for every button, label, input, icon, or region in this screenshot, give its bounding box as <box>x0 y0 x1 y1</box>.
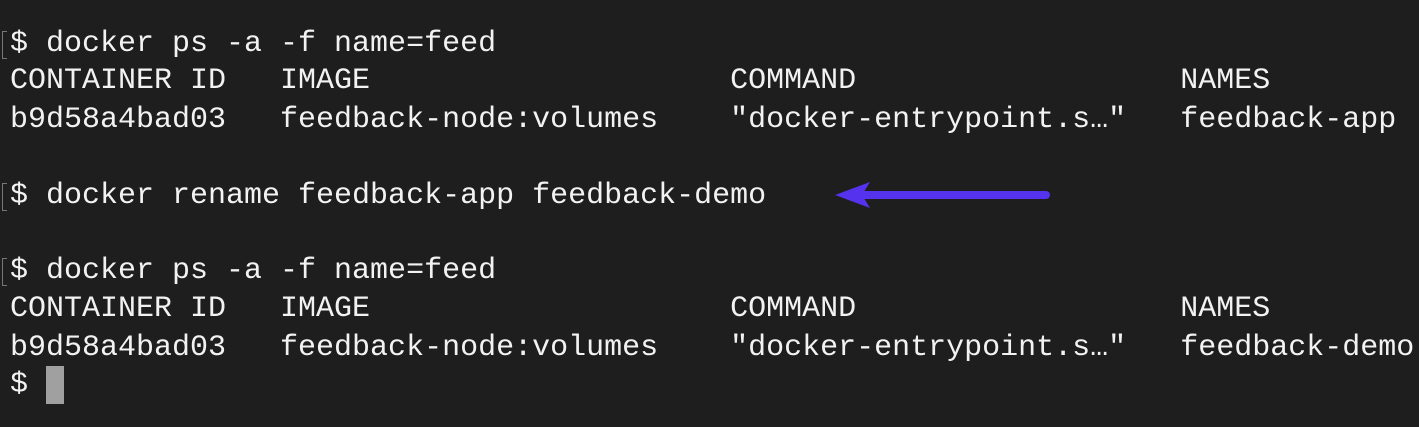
prompt-mark <box>2 31 7 59</box>
command-line: $ docker rename feedback-app feedback-de… <box>10 179 767 213</box>
prompt-line[interactable]: $ <box>10 368 47 402</box>
prompt-mark <box>2 183 7 211</box>
table-row: b9d58a4bad03 feedback-node:volumes "dock… <box>10 331 1415 365</box>
text-cursor <box>46 366 64 404</box>
command-line: $ docker ps -a -f name=feed <box>10 27 497 61</box>
arrow-left-icon <box>835 182 1050 208</box>
table-header: CONTAINER ID IMAGE COMMAND NAMES <box>10 64 1271 98</box>
table-header: CONTAINER ID IMAGE COMMAND NAMES <box>10 292 1271 326</box>
table-row: b9d58a4bad03 feedback-node:volumes "dock… <box>10 103 1397 137</box>
command-line: $ docker ps -a -f name=feed <box>10 254 497 288</box>
prompt-mark <box>2 258 7 286</box>
